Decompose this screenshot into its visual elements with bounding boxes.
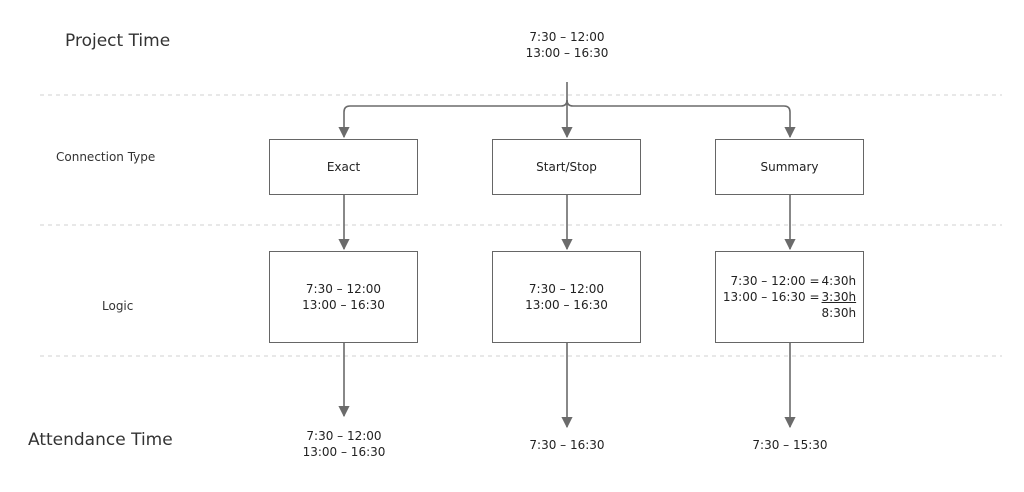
summary-total-1: 4:30h [821,274,857,288]
summary-range-2: 13:00 – 16:30 = [722,290,820,304]
logic-line: 7:30 – 12:00 [305,282,382,296]
connection-box-start-stop[interactable]: Start/Stop [492,139,641,195]
attendance-start-stop: 7:30 – 16:30 [529,438,605,452]
attendance-line: 7:30 – 12:00 [306,429,382,443]
logic-box-summary[interactable]: 7:30 – 12:00 = 4:30h 13:00 – 16:30 = 3:3… [715,251,864,343]
connection-box-exact[interactable]: Exact [269,139,418,195]
connector-project-to-branch [338,82,568,139]
row-label-project-time: Project Time [65,31,171,51]
row-label-logic: Logic [102,299,134,313]
logic-line: 13:00 – 16:30 [302,298,385,312]
connection-label-start-stop: Start/Stop [536,160,597,174]
summary-calculation: 7:30 – 12:00 = 4:30h 13:00 – 16:30 = 3:3… [723,273,856,321]
summary-sum-total: 8:30h [821,306,857,320]
attendance-summary: 7:30 – 15:30 [752,438,828,452]
summary-range-1: 7:30 – 12:00 = [730,274,820,288]
attendance-exact: 7:30 – 12:00 13:00 – 16:30 [284,428,404,460]
connection-label-summary: Summary [760,160,819,174]
project-time-line: 7:30 – 12:00 [529,30,605,44]
connection-box-summary[interactable]: Summary [715,139,864,195]
connector-project-to-summary [566,99,796,139]
summary-total-2: 3:30h [821,290,857,304]
logic-line: 13:00 – 16:30 [525,298,608,312]
row-label-connection-type: Connection Type [56,150,156,164]
row-label-attendance-time: Attendance Time [28,430,173,450]
summary-spacer [723,305,820,321]
logic-line: 7:30 – 12:00 [528,282,605,296]
logic-box-start-stop[interactable]: 7:30 – 12:00 13:00 – 16:30 [492,251,641,343]
project-time-values: 7:30 – 12:00 13:00 – 16:30 [507,29,627,61]
connection-label-exact: Exact [326,160,361,174]
logic-box-exact[interactable]: 7:30 – 12:00 13:00 – 16:30 [269,251,418,343]
project-time-line: 13:00 – 16:30 [525,46,609,60]
attendance-line: 13:00 – 16:30 [302,445,386,459]
